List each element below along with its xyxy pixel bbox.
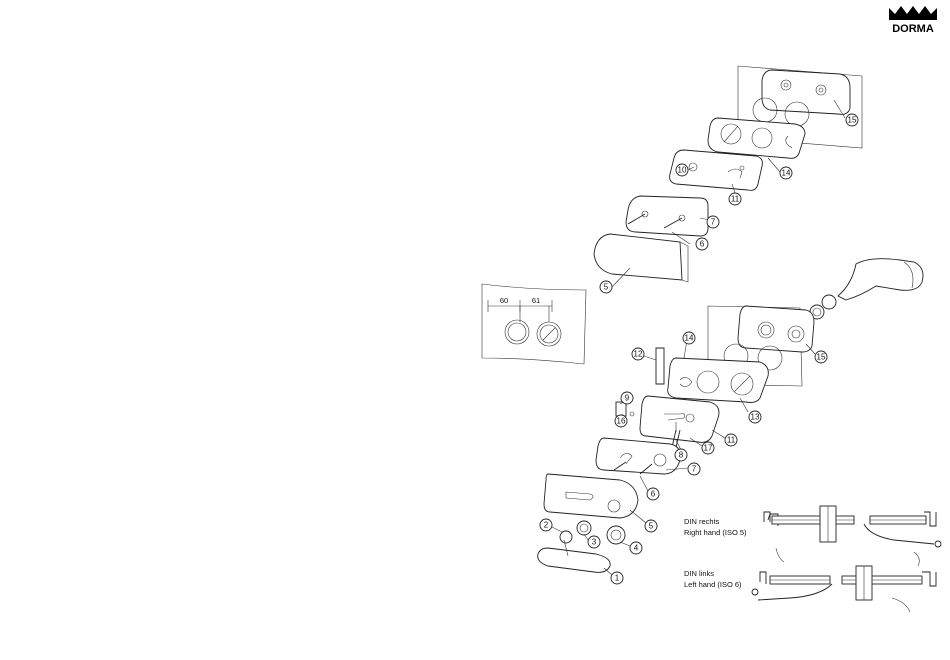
callout-marker: 8	[675, 449, 687, 461]
callout-number: 5	[649, 522, 654, 531]
callout-marker: 1	[611, 572, 623, 584]
callout-marker: 3	[588, 536, 600, 548]
callout-marker: 12	[632, 348, 644, 360]
callout-number: 16	[617, 417, 626, 426]
callout-number: 15	[848, 116, 857, 125]
dimension-left: 60	[500, 296, 508, 305]
callout-marker: 15	[815, 351, 827, 363]
callout-marker: 13	[749, 411, 761, 423]
callout-number: 13	[751, 413, 760, 422]
right-hand-section: DIN rechts Right hand (ISO 5)	[684, 506, 941, 566]
callout-number: 2	[544, 521, 549, 530]
callout-number: 11	[727, 436, 736, 445]
glass-cutout-view: 60 61	[482, 284, 586, 364]
callout-number: 4	[634, 544, 639, 553]
callout-marker: 14	[780, 167, 792, 179]
callout-marker: 9	[621, 392, 633, 404]
upper-assembly	[594, 66, 862, 282]
cover-plate	[626, 196, 708, 236]
callout-number: 15	[817, 353, 826, 362]
callout-number: 6	[700, 240, 705, 249]
callout-number: 8	[679, 451, 684, 460]
right-hand-de: DIN rechts	[684, 517, 720, 526]
callout-number: 9	[625, 394, 630, 403]
callout-number: 12	[634, 350, 643, 359]
callout-number: 14	[685, 334, 694, 343]
cover-plate-lower	[596, 438, 680, 474]
lever-handle-back	[838, 259, 923, 300]
cover-cap	[594, 234, 682, 280]
callout-marker: 7	[707, 216, 719, 228]
callout-number: 11	[731, 195, 740, 204]
callout-marker: 2	[540, 519, 552, 531]
crown-icon	[889, 6, 937, 20]
callout-number: 10	[678, 166, 687, 175]
callout-number: 3	[592, 538, 597, 547]
lever-handle-front	[538, 548, 611, 572]
callout-marker: 5	[645, 520, 657, 532]
callout-marker: 4	[630, 542, 642, 554]
callout-marker: 7	[688, 463, 700, 475]
dimension-right: 61	[532, 296, 540, 305]
callout-marker: 11	[729, 193, 741, 205]
callout-number: 14	[782, 169, 791, 178]
callout-marker: 15	[846, 114, 858, 126]
callout-marker: 6	[696, 238, 708, 250]
callout-marker: 14	[683, 332, 695, 344]
callout-marker: 11	[725, 434, 737, 446]
left-hand-en: Left hand (ISO 6)	[684, 580, 742, 589]
callout-number: 5	[604, 283, 609, 292]
left-hand-section: DIN links Left hand (ISO 6)	[684, 566, 936, 612]
brand-name: DORMA	[892, 23, 934, 35]
callout-marker: 16	[615, 415, 627, 427]
left-hand-de: DIN links	[684, 569, 714, 578]
callout-number: 6	[651, 490, 656, 499]
callout-number: 1	[615, 574, 620, 583]
callout-marker: 5	[600, 281, 612, 293]
callout-number: 7	[692, 465, 697, 474]
lock-body-lower	[640, 396, 719, 442]
gasket-plate-lower	[668, 358, 769, 403]
hand-orientation-sections: DIN rechts Right hand (ISO 5) DIN links …	[684, 506, 941, 612]
back-plate	[762, 70, 850, 114]
callout-number: 17	[704, 444, 713, 453]
callout-marker: 6	[647, 488, 659, 500]
cover-cap-lower	[544, 474, 638, 518]
spacer-12	[656, 348, 664, 384]
dorma-logo: DORMA	[889, 6, 937, 35]
callout-marker: 17	[702, 442, 714, 454]
right-hand-en: Right hand (ISO 5)	[684, 528, 747, 537]
gasket-plate	[708, 118, 805, 158]
callout-marker: 10	[676, 164, 688, 176]
callout-number: 7	[711, 218, 716, 227]
